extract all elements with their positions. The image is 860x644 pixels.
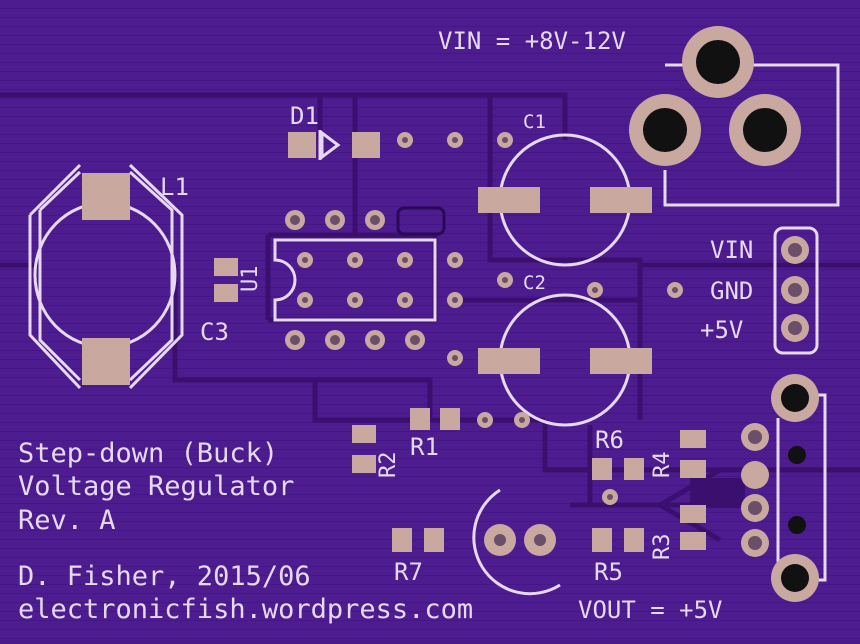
u1-outline [273, 238, 437, 322]
r5-designator: R5 [594, 558, 623, 586]
through-hole-pads [285, 26, 819, 602]
header-pin-gnd: GND [710, 277, 754, 305]
r1-designator: R1 [410, 433, 439, 461]
smd-pads [82, 132, 706, 552]
c3-designator: C3 [200, 318, 229, 346]
l1-outline [38, 170, 174, 382]
copper-pour [690, 478, 745, 508]
r4-designator: R4 [650, 451, 675, 479]
title-line-1: Step-down (Buck) [18, 438, 279, 469]
website-label: electronicfish.wordpress.com [18, 594, 474, 625]
d1-symbol [320, 130, 341, 160]
title-line-2: Voltage Regulator [18, 471, 295, 502]
l1-outline-outer [28, 163, 184, 390]
c1-designator: C1 [523, 111, 546, 133]
r3-designator: R3 [650, 533, 675, 561]
q1-outline [472, 488, 561, 596]
r6-designator: R6 [595, 426, 624, 454]
power-jack-outline [663, 63, 840, 207]
vin-range-label: VIN = +8V-12V [438, 27, 626, 55]
header-pin-5v: +5V [700, 316, 744, 344]
l1-designator: L1 [160, 173, 189, 201]
c2-designator: C2 [523, 272, 546, 294]
header-pin-vin: VIN [710, 236, 754, 264]
d1-designator: D1 [290, 102, 319, 130]
revision-label: Rev. A [18, 505, 116, 536]
u1-designator: U1 [238, 265, 263, 293]
author-date-label: D. Fisher, 2015/06 [18, 561, 311, 592]
vout-label: VOUT = +5V [578, 596, 723, 624]
header-outline [773, 226, 819, 355]
r2-designator: R2 [376, 451, 401, 479]
r7-designator: R7 [394, 558, 423, 586]
